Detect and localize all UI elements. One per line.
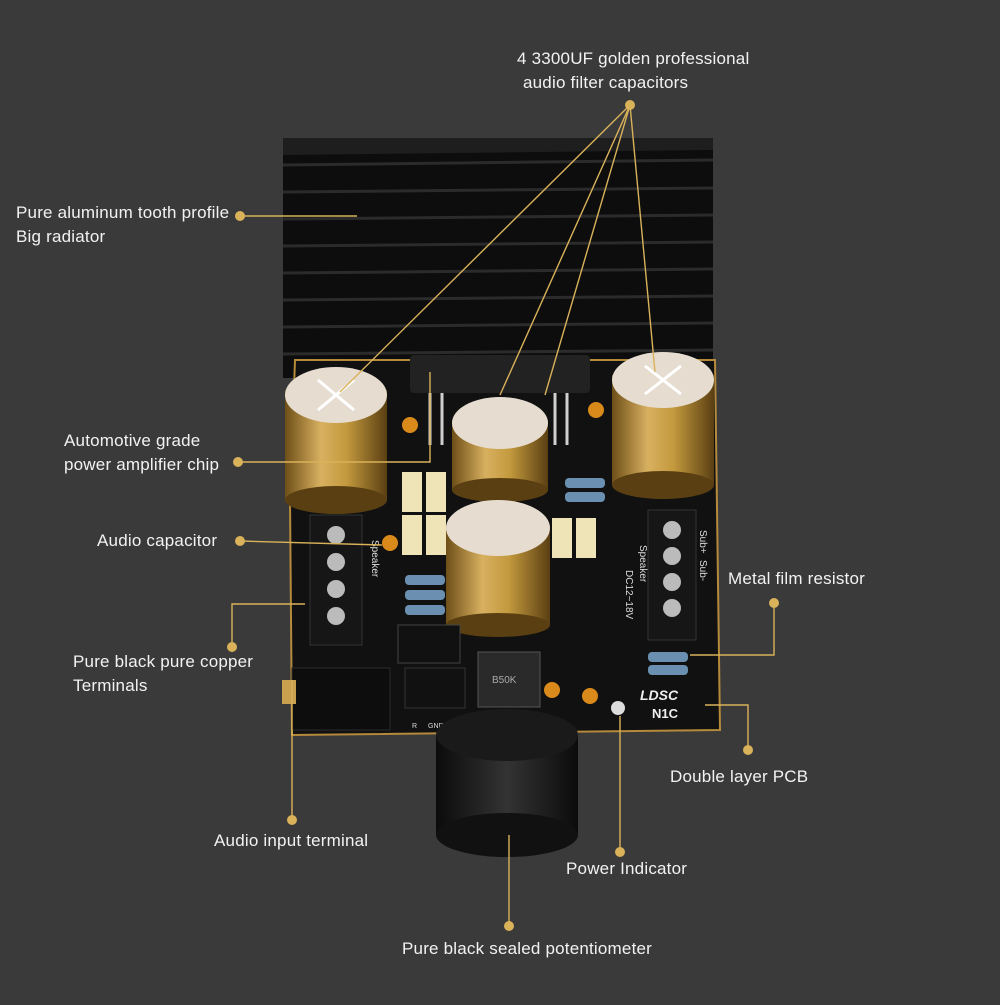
- svg-text:R: R: [412, 723, 417, 730]
- film-capacitors: [402, 472, 596, 558]
- callout-potentiometer: Pure black sealed potentiometer: [402, 939, 653, 958]
- callout-amp-chip: Automotive grade power amplifier chip: [64, 431, 220, 474]
- speaker-label-right: Speaker: [637, 545, 648, 583]
- filter-capacitor: [452, 397, 548, 502]
- sub-plus-label: Sub+: [697, 530, 708, 554]
- callout-audio-capacitor: Audio capacitor: [97, 531, 218, 550]
- filter-capacitor: [285, 367, 387, 514]
- callout-lines: [231, 104, 775, 924]
- callout-terminals: Pure black pure copper Terminals: [73, 652, 254, 695]
- amplifier-chip: [410, 355, 590, 393]
- op-amp-ic: [397, 624, 461, 664]
- metal-film-resistors: [405, 478, 688, 675]
- callout-double-layer-pcb: Double layer PCB: [670, 767, 809, 786]
- brand-logo-text: LDSC: [640, 687, 679, 703]
- callout-radiator: Pure aluminum tooth profile Big radiator: [16, 203, 230, 246]
- svg-text:GND: GND: [428, 723, 444, 730]
- power-label: DC12~18V: [623, 570, 634, 620]
- speaker-label-left: Speaker: [369, 540, 380, 578]
- filter-capacitor: [446, 500, 550, 637]
- callout-power-indicator: Power Indicator: [566, 859, 688, 878]
- callout-metal-film-resistor: Metal film resistor: [728, 569, 865, 588]
- sub-minus-label: Sub-: [697, 560, 708, 581]
- potentiometer: B50K: [436, 651, 578, 857]
- pot-marking: B50K: [492, 675, 517, 686]
- filter-capacitor: [612, 352, 714, 499]
- heatsink-radiator: [282, 138, 714, 378]
- audio-capacitors: [382, 402, 604, 704]
- model-text: N1C: [652, 706, 679, 721]
- audio-input-jack: [282, 667, 466, 731]
- speaker-terminal-block-right: Sub+ Sub- Speaker DC12~18V: [623, 509, 708, 641]
- power-indicator-led: [611, 701, 625, 715]
- speaker-terminal-block-left: Speaker: [309, 514, 380, 646]
- callout-audio-input: Audio input terminal: [214, 831, 369, 850]
- callout-capacitors: 4 3300UF golden professional audio filte…: [517, 49, 750, 92]
- callout-dots: [227, 100, 779, 931]
